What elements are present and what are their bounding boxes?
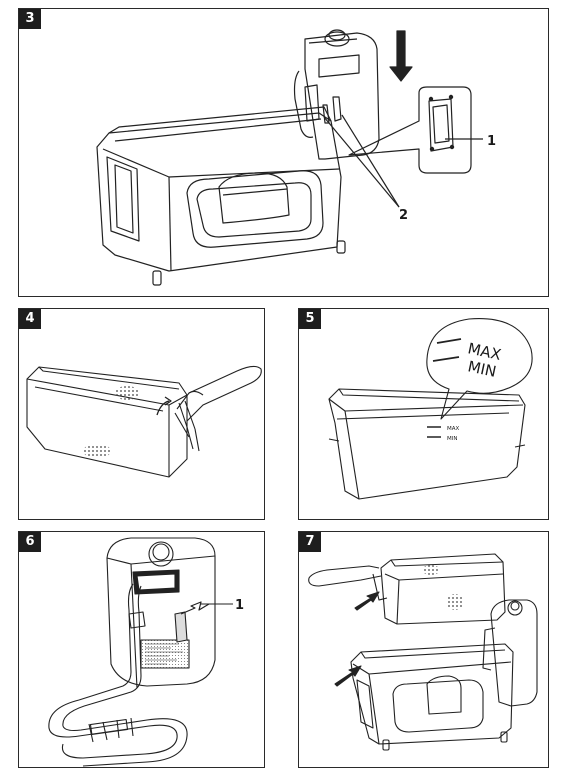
callout-label-1: 1 xyxy=(487,134,496,149)
figure-panel-4: 4 xyxy=(18,308,265,520)
control-unit xyxy=(106,537,216,687)
rotate-arrow-icon xyxy=(156,400,170,416)
fryer-tank xyxy=(350,643,514,745)
max-label-small: MAX xyxy=(447,426,460,432)
frying-basket xyxy=(26,366,188,478)
basket-handle xyxy=(176,365,262,422)
callout-label-1: 1 xyxy=(235,598,244,613)
oil-level-illustration: MAX MIN MAX MIN xyxy=(328,318,533,500)
level-callout-bubble xyxy=(426,318,533,420)
figure-panel-5: 5 MAX MIN MAX MIN xyxy=(298,308,549,520)
heating-element xyxy=(48,699,178,759)
fryer-assembly-illustration: 1 2 xyxy=(96,29,496,286)
detail-inset xyxy=(348,86,472,174)
callout-label-2: 2 xyxy=(399,208,408,223)
control-unit xyxy=(304,32,380,160)
pointer-arrow-icon xyxy=(334,665,362,687)
step-number-badge: 5 xyxy=(299,309,321,329)
step-number-badge: 3 xyxy=(19,9,41,29)
step-number-badge: 6 xyxy=(19,532,41,552)
min-label-large: MIN xyxy=(466,357,498,381)
thermostat-knob xyxy=(324,31,350,47)
step-number-badge: 7 xyxy=(299,532,321,552)
rating-label xyxy=(140,639,190,669)
basket-handle xyxy=(308,565,382,587)
pointer-arrow-icon xyxy=(180,601,210,615)
heating-element-illustration: 1 xyxy=(48,537,244,767)
tank-handle xyxy=(186,170,324,248)
thermostat-knob xyxy=(507,600,523,616)
figure-panel-7: 7 xyxy=(298,531,549,768)
oil-tank xyxy=(328,388,526,500)
thermostat-knob xyxy=(148,541,174,567)
pointer-arrow-icon xyxy=(354,591,380,611)
frying-basket xyxy=(380,553,506,625)
min-label-small: MIN xyxy=(447,436,457,442)
figure-panel-3: 3 xyxy=(18,8,549,297)
down-arrow-icon xyxy=(389,30,413,82)
figure-panel-6: 6 xyxy=(18,531,265,768)
basket-handle-illustration xyxy=(26,365,262,478)
control-unit xyxy=(490,599,538,707)
step-number-badge: 4 xyxy=(19,309,41,329)
basket-in-fryer-illustration xyxy=(308,553,538,751)
fryer-tank xyxy=(96,112,342,272)
